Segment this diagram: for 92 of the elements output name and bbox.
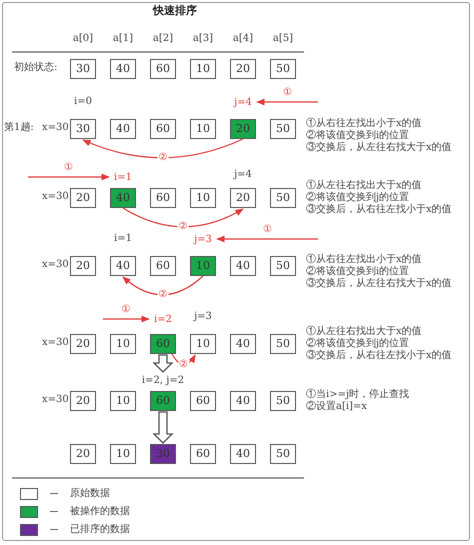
array-cell: 60 xyxy=(150,59,176,79)
label-text: ①从左往右找出大于x的值 xyxy=(306,180,422,192)
arrow xyxy=(216,236,318,242)
label-text: a[5] xyxy=(272,33,294,45)
label-text: a[1] xyxy=(112,33,134,45)
label-text: ③交换后，从左往右找大于x的值 xyxy=(306,278,452,290)
array-cell: 20 xyxy=(70,444,96,464)
label-text: ①从右往左找出小于x的值 xyxy=(306,118,422,130)
label-text: ②将该值交换到i的位置 xyxy=(306,266,410,278)
label-text: 初始状态: xyxy=(14,62,58,74)
array-cell: 30 xyxy=(150,444,176,464)
legend-text: 被操作的数据 xyxy=(70,504,130,519)
arrow xyxy=(82,138,244,158)
label-text: i=1 xyxy=(114,233,132,245)
array-cell: 10 xyxy=(110,444,136,464)
array-cell: 10 xyxy=(190,256,216,276)
arrow xyxy=(28,174,110,180)
array-cell: 20 xyxy=(70,188,96,208)
label-text: ②将该值交换到j的位置 xyxy=(306,338,410,350)
array-cell: 50 xyxy=(270,59,296,79)
array-cell: 50 xyxy=(270,391,296,411)
arrow xyxy=(103,316,150,322)
array-cell: 20 xyxy=(230,119,256,139)
array-cell: 10 xyxy=(190,119,216,139)
array-cell: 20 xyxy=(230,59,256,79)
arrow xyxy=(122,207,244,228)
array-cell: 30 xyxy=(70,59,96,79)
array-cell: 10 xyxy=(190,334,216,354)
label-text: ③交换后，从右往左找小于x的值 xyxy=(306,350,452,362)
pointer-label: j=4 xyxy=(230,95,256,109)
array-cell: 10 xyxy=(110,334,136,354)
arrow xyxy=(256,98,318,106)
array-cell: 60 xyxy=(150,334,176,354)
hollow-arrow xyxy=(152,411,174,444)
label-text: 第1趟: xyxy=(4,122,34,134)
label-text: ②设置a[i]=x xyxy=(306,401,367,413)
pointer-label: i=2 xyxy=(150,312,176,326)
legend-text: 原始数据 xyxy=(70,487,110,501)
label-text: ②将该值交换到j的位置 xyxy=(306,192,410,204)
label-text: x=30 xyxy=(42,337,69,349)
pointer-label: j=3 xyxy=(190,232,216,246)
array-cell: 50 xyxy=(270,188,296,208)
array-cell: 10 xyxy=(190,59,216,79)
array-cell: 20 xyxy=(70,256,96,276)
label-text: x=30 xyxy=(42,394,69,406)
array-cell: 40 xyxy=(110,59,136,79)
pointer-label: i=1 xyxy=(110,170,136,184)
array-cell: 60 xyxy=(150,391,176,411)
array-cell: 40 xyxy=(110,188,136,208)
array-cell: 60 xyxy=(150,256,176,276)
legend-text: 已排序的数据 xyxy=(70,522,130,537)
array-cell: 40 xyxy=(230,391,256,411)
array-cell: 50 xyxy=(270,256,296,276)
array-cell: 10 xyxy=(110,391,136,411)
label-text: ①从左往右找出大于x的值 xyxy=(306,326,422,338)
label-text: x=30 xyxy=(42,259,69,271)
array-cell: 60 xyxy=(150,188,176,208)
arrow xyxy=(172,354,196,366)
label-text: a[4] xyxy=(232,33,254,45)
label-text: ③交换后，从右往左找小于x的值 xyxy=(306,204,452,216)
array-cell: 10 xyxy=(190,188,216,208)
label-text: ①从右往左找出小于x的值 xyxy=(306,254,422,266)
array-cell: 20 xyxy=(70,391,96,411)
label-text: a[0] xyxy=(72,33,94,45)
array-cell: 40 xyxy=(230,444,256,464)
array-cell: 60 xyxy=(190,391,216,411)
array-cell: 40 xyxy=(110,256,136,276)
arrow xyxy=(122,276,204,296)
array-cell: 40 xyxy=(230,256,256,276)
array-cell: 20 xyxy=(230,188,256,208)
label-text: ③交换后，从左往右找大于x的值 xyxy=(306,142,452,154)
array-cell: 40 xyxy=(110,119,136,139)
label-text: a[3] xyxy=(192,33,214,45)
label-text: x=30 xyxy=(42,191,69,203)
array-cell: 20 xyxy=(70,334,96,354)
array-cell: 50 xyxy=(270,119,296,139)
pointer-label: i=2, j=2 xyxy=(137,373,189,387)
array-cell: 60 xyxy=(150,119,176,139)
label-text: j=4 xyxy=(234,169,252,181)
label-text: a[2] xyxy=(152,33,174,45)
label-text: ①当i>=j时，停止查找 xyxy=(306,389,410,400)
label-text: j=3 xyxy=(194,311,212,323)
array-cell: 50 xyxy=(270,334,296,354)
title: 快速排序 xyxy=(153,3,197,19)
label-text: ②将该值交换到i的位置 xyxy=(306,130,410,142)
array-cell: 50 xyxy=(270,444,296,464)
hollow-arrow xyxy=(152,354,174,373)
label-text: i=0 xyxy=(74,96,92,108)
label-text: x=30 xyxy=(42,122,69,134)
array-cell: 40 xyxy=(230,334,256,354)
array-cell: 60 xyxy=(190,444,216,464)
array-cell: 30 xyxy=(70,119,96,139)
